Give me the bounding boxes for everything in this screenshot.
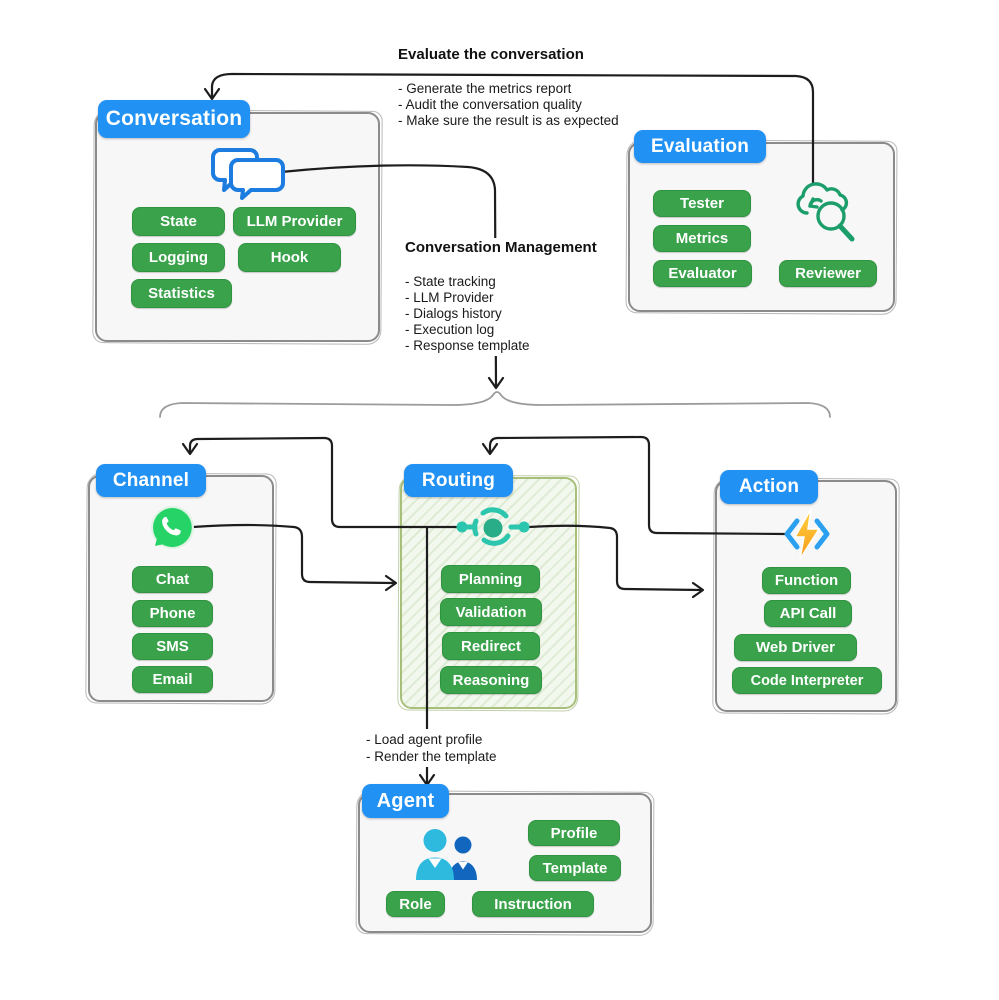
pill-llm-provider: LLM Provider bbox=[233, 207, 356, 236]
pill-instruction: Instruction bbox=[472, 891, 594, 917]
pill-phone: Phone bbox=[132, 600, 213, 627]
channel-title: Channel bbox=[96, 464, 206, 497]
function-bolt-icon bbox=[784, 508, 830, 560]
action-title: Action bbox=[720, 470, 818, 504]
pill-profile: Profile bbox=[528, 820, 620, 846]
routing-hub-icon bbox=[456, 507, 530, 546]
brace bbox=[159, 391, 831, 418]
pill-api-call: API Call bbox=[764, 600, 852, 627]
management-note-title: Conversation Management bbox=[405, 239, 597, 256]
pill-redirect: Redirect bbox=[442, 632, 540, 660]
pill-email: Email bbox=[132, 666, 213, 693]
pill-metrics: Metrics bbox=[653, 225, 751, 252]
note-line: - Make sure the result is as expected bbox=[398, 113, 619, 128]
pill-function: Function bbox=[762, 567, 851, 594]
note-line: - Generate the metrics report bbox=[398, 81, 572, 96]
note-line: - Execution log bbox=[405, 322, 495, 337]
chat-bubbles-icon bbox=[211, 148, 285, 200]
evaluation-title: Evaluation bbox=[634, 130, 766, 163]
pill-logging: Logging bbox=[132, 243, 225, 272]
pill-validation: Validation bbox=[440, 598, 542, 626]
note-line: - LLM Provider bbox=[405, 290, 494, 305]
note-line: - State tracking bbox=[405, 274, 496, 289]
cloud-search-icon bbox=[796, 182, 855, 242]
pill-evaluator: Evaluator bbox=[653, 260, 752, 287]
evaluate-note-title: Evaluate the conversation bbox=[398, 46, 584, 63]
pill-chat: Chat bbox=[132, 566, 213, 593]
agent-title: Agent bbox=[362, 784, 449, 818]
whatsapp-icon bbox=[151, 506, 194, 549]
pill-sms: SMS bbox=[132, 633, 213, 660]
note-line: - Render the template bbox=[366, 749, 497, 764]
note-line: - Dialogs history bbox=[405, 306, 502, 321]
evaluate-note-bullets: - Generate the metrics report - Audit th… bbox=[398, 81, 619, 129]
pill-reviewer: Reviewer bbox=[779, 260, 877, 287]
note-line: - Response template bbox=[405, 338, 530, 353]
agent-note: - Load agent profile - Render the templa… bbox=[364, 729, 504, 767]
routing-title: Routing bbox=[404, 464, 513, 497]
pill-tester: Tester bbox=[653, 190, 751, 217]
pill-state: State bbox=[132, 207, 225, 236]
agent-users-icon bbox=[416, 829, 477, 880]
pill-reasoning: Reasoning bbox=[440, 666, 542, 694]
pill-hook: Hook bbox=[238, 243, 341, 272]
conversation-title: Conversation bbox=[98, 100, 250, 138]
pill-template: Template bbox=[529, 855, 621, 881]
pill-statistics: Statistics bbox=[131, 279, 232, 308]
pill-web-driver: Web Driver bbox=[734, 634, 857, 661]
pill-role: Role bbox=[386, 891, 445, 917]
pill-code-interpreter: Code Interpreter bbox=[732, 667, 882, 694]
management-note: Conversation Management - State tracking… bbox=[403, 238, 607, 356]
note-line: - Audit the conversation quality bbox=[398, 97, 582, 112]
note-line: - Load agent profile bbox=[366, 732, 483, 747]
pill-planning: Planning bbox=[441, 565, 540, 593]
